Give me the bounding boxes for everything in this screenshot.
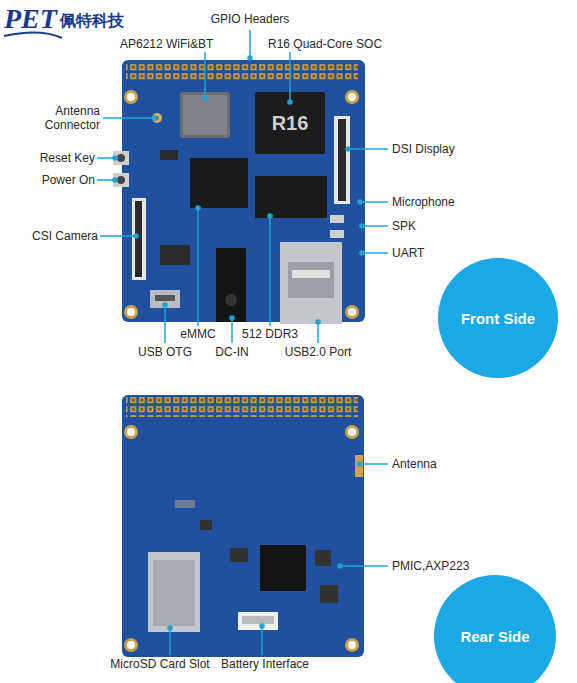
callout-label: CSI Camera	[5, 229, 98, 243]
callout-label: eMMC	[168, 327, 228, 341]
callout-label: Power On	[10, 173, 95, 187]
front-board	[113, 60, 365, 324]
callout-label: GPIO Headers	[190, 12, 310, 26]
chip-marking: R16	[260, 112, 320, 134]
callout-label: DC-IN	[200, 345, 264, 359]
badge-circle	[434, 575, 556, 683]
callout-label: UART	[392, 246, 512, 260]
badge-text: Rear Side	[460, 628, 529, 645]
badge-text: Front Side	[461, 310, 535, 327]
side-badge: Rear Side	[434, 575, 556, 683]
callout-label: USB OTG	[125, 345, 205, 359]
callout-label: Reset Key	[10, 151, 95, 165]
callout-label: 512 DDR3	[240, 327, 300, 341]
side-badge: Front Side	[438, 258, 558, 378]
callout-label: R16 Quad-Core SOC	[268, 37, 408, 51]
callout-label: PMIC,AXP223	[392, 559, 512, 573]
rear-board	[122, 395, 364, 657]
callout-label: Antenna Connector	[20, 104, 100, 132]
logo-text: 佩特科技	[60, 12, 140, 30]
leader-lines	[97, 30, 388, 655]
callout-label: MicroSD Card Slot	[90, 657, 230, 671]
callout-label: DSI Display	[392, 142, 512, 156]
callout-label: AP6212 WiFi&BT	[120, 37, 250, 51]
callout-label: USB2.0 Port	[278, 345, 358, 359]
badge-circle	[438, 258, 558, 378]
callout-label: SPK	[392, 219, 512, 233]
callout-label: Battery Interface	[205, 657, 325, 671]
callout-label: Microphone	[392, 195, 512, 209]
logo-mark: PET	[4, 4, 64, 34]
callout-label: Antenna	[392, 457, 512, 471]
